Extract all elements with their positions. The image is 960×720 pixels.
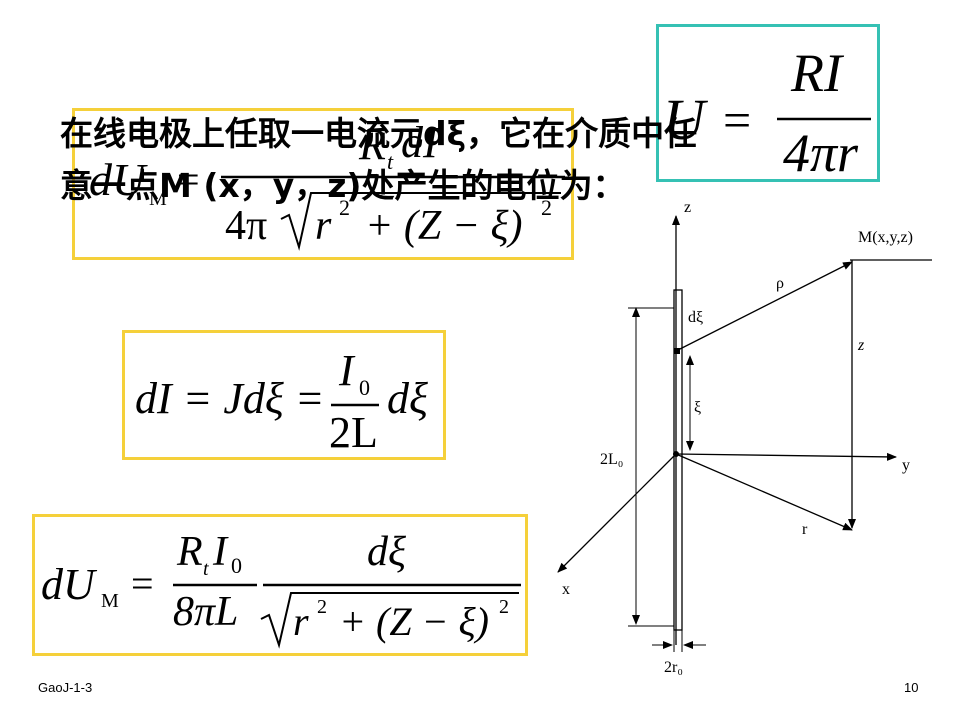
f3-f2-den-plus: + (Z − ξ) [339, 599, 489, 644]
electrode-rod [673, 289, 683, 631]
dxi-label: dξ [688, 309, 703, 326]
page-number: 10 [904, 680, 919, 695]
formula-dum-1: dU M = R t dI 4π r 2 + (Z − ξ) 2 [89, 118, 565, 251]
length-label: 2L₀ [600, 451, 623, 468]
xi-label: ξ [694, 399, 701, 416]
f2-num-sub: 0 [359, 375, 370, 400]
electrode-diagram: z y x M(x,y,z) ρ z r dξ ξ 2L₀ 2r₀ [557, 199, 932, 676]
f2-num: I [338, 346, 356, 395]
z-dimension-label: z [857, 337, 865, 354]
slide-heading: 在线电极上任取一电流元dξ，它在介质中任 意一点M (x，y，z)处产生的电位为… [60, 108, 890, 212]
f3-f2-den-r-exp: 2 [317, 596, 327, 618]
r-line [675, 453, 853, 531]
formula-u-lhs: U [663, 87, 709, 152]
f3-lhs: dU [41, 560, 98, 609]
y-axis-line [675, 452, 897, 461]
f1-eq: = [177, 157, 200, 202]
f3-f1-num-i: I [212, 529, 229, 575]
formula-box-di: dI = Jdξ = I 0 2L dξ [122, 330, 446, 460]
formula-u-eq: = [723, 92, 751, 148]
f1-num-rest: dI [401, 118, 440, 167]
origin-point [673, 451, 679, 457]
formula-box-dum-2: dU M = R t I 0 8πL dξ r 2 + (Z − ξ) 2 [32, 514, 528, 656]
f2-den: 2L [329, 408, 378, 457]
f3-lhs-sub: M [101, 590, 119, 612]
footer-left-text: GaoJ-1-3 [38, 680, 93, 695]
formula-di: dI = Jdξ = I 0 2L dξ [135, 346, 428, 457]
f1-sqrt [280, 192, 561, 251]
f3-f1-num-t: t [203, 558, 209, 580]
formula-u-den: 4πr [783, 123, 859, 183]
z-axis-label: z [684, 199, 691, 216]
f1-den-r: r [315, 203, 332, 249]
f3-f2-num: dξ [367, 529, 406, 575]
f1-den-plus: + (Z − ξ) [365, 203, 523, 249]
heading-line-2: 意一点M (x，y，z)处产生的电位为： [60, 166, 626, 205]
f3-f1-den: 8πL [173, 589, 238, 635]
y-axis-label: y [902, 457, 910, 474]
f3-eq: = [131, 561, 154, 606]
current-element-marker [674, 348, 680, 354]
rho-label: ρ [776, 275, 784, 292]
point-m-label: M(x,y,z) [858, 229, 913, 246]
f3-f2-den-exp: 2 [499, 596, 509, 618]
f1-den-exp: 2 [541, 195, 552, 220]
formula-box-u: U = RI 4πr [656, 24, 880, 183]
f2-tail: dξ [387, 374, 428, 423]
formula-box-dum-1: dU M = R t dI 4π r 2 + (Z − ξ) 2 [72, 108, 574, 260]
heading-line-1: 在线电极上任取一电流元dξ，它在介质中任 [60, 114, 698, 153]
f1-den-pre: 4π [225, 203, 267, 249]
formula-u: U = RI 4πr [663, 43, 871, 183]
f3-f2-den-r: r [293, 599, 309, 644]
x-axis-line [557, 453, 677, 573]
f3-sqrt [260, 592, 519, 649]
f1-lhs-sub: M [149, 188, 167, 210]
f3-f1-num-0: 0 [231, 553, 242, 578]
f1-num-t: t [387, 149, 394, 174]
f1-lhs: dU [89, 154, 148, 205]
f1-den-r-exp: 2 [339, 195, 350, 220]
formula-dum-2: dU M = R t I 0 8πL dξ r 2 + (Z − ξ) 2 [41, 529, 521, 649]
f2-text: dI = Jdξ = [135, 374, 324, 423]
rho-line [677, 261, 853, 351]
f1-num-r: R [358, 120, 386, 169]
radius-label: 2r₀ [664, 659, 683, 676]
f3-f1-num-r: R [176, 529, 203, 575]
formula-u-num: RI [790, 43, 845, 103]
x-axis-label: x [562, 581, 570, 598]
r-label: r [802, 521, 808, 538]
